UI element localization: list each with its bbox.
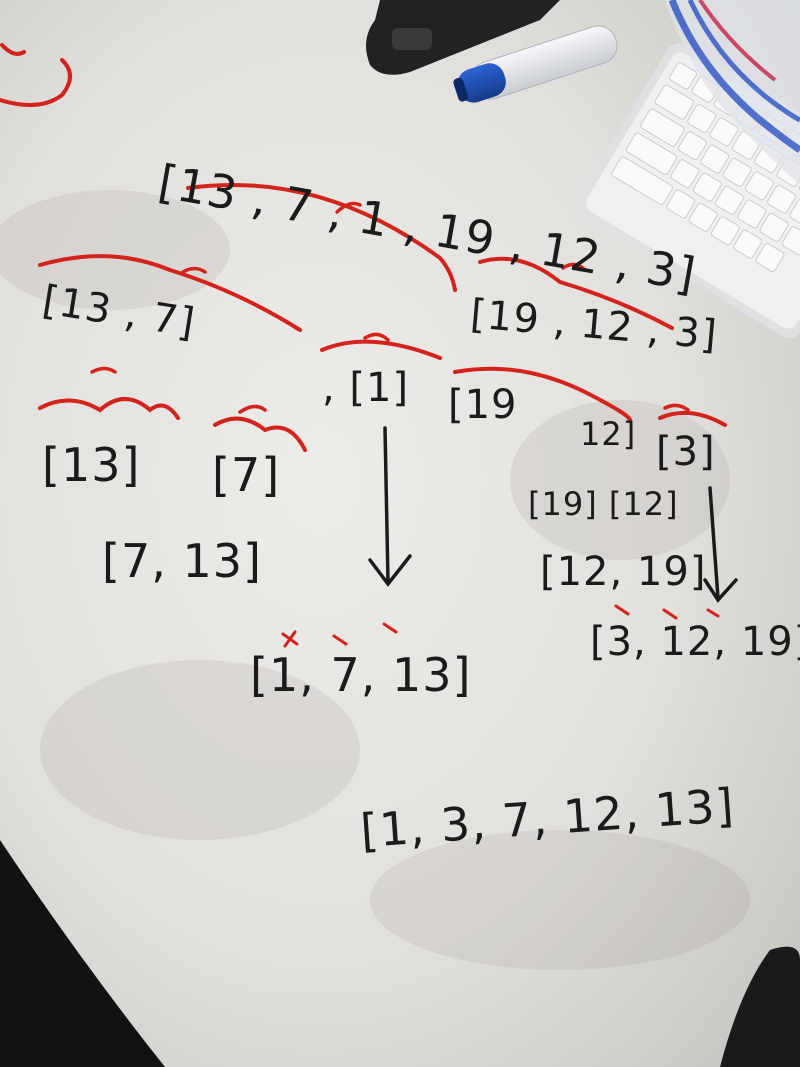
row3-array-c: [19 [448,382,518,428]
marker-icon [453,25,618,103]
row6-merged-right: [3, 12, 19] [590,619,800,665]
row3-array-e: [3] [656,429,716,475]
row3-array-d: 12] [580,415,637,453]
red-crosses [281,604,720,648]
red-split-arcs [38,182,727,452]
dark-object-icon [720,946,800,1067]
row6-merged-left: [1, 7, 13] [250,648,472,702]
red-ticks [90,201,690,414]
row4-array-pair: [19] [12] [528,485,679,523]
ziplock-bag-icon [665,0,800,185]
row5-merged-right: [12, 19] [540,549,707,595]
row4-merged-left: [7, 13] [102,534,262,588]
eraser-icon [366,0,560,75]
board-smudges [0,190,750,970]
red-mark-topleft [0,58,72,107]
dark-corner-bottom-left [0,840,165,1067]
merge-arrows [368,426,738,603]
row3-array-a: [13] [42,438,141,492]
row2-mid-array: , [1] [322,365,410,411]
row3-array-b: [7] [212,448,281,502]
